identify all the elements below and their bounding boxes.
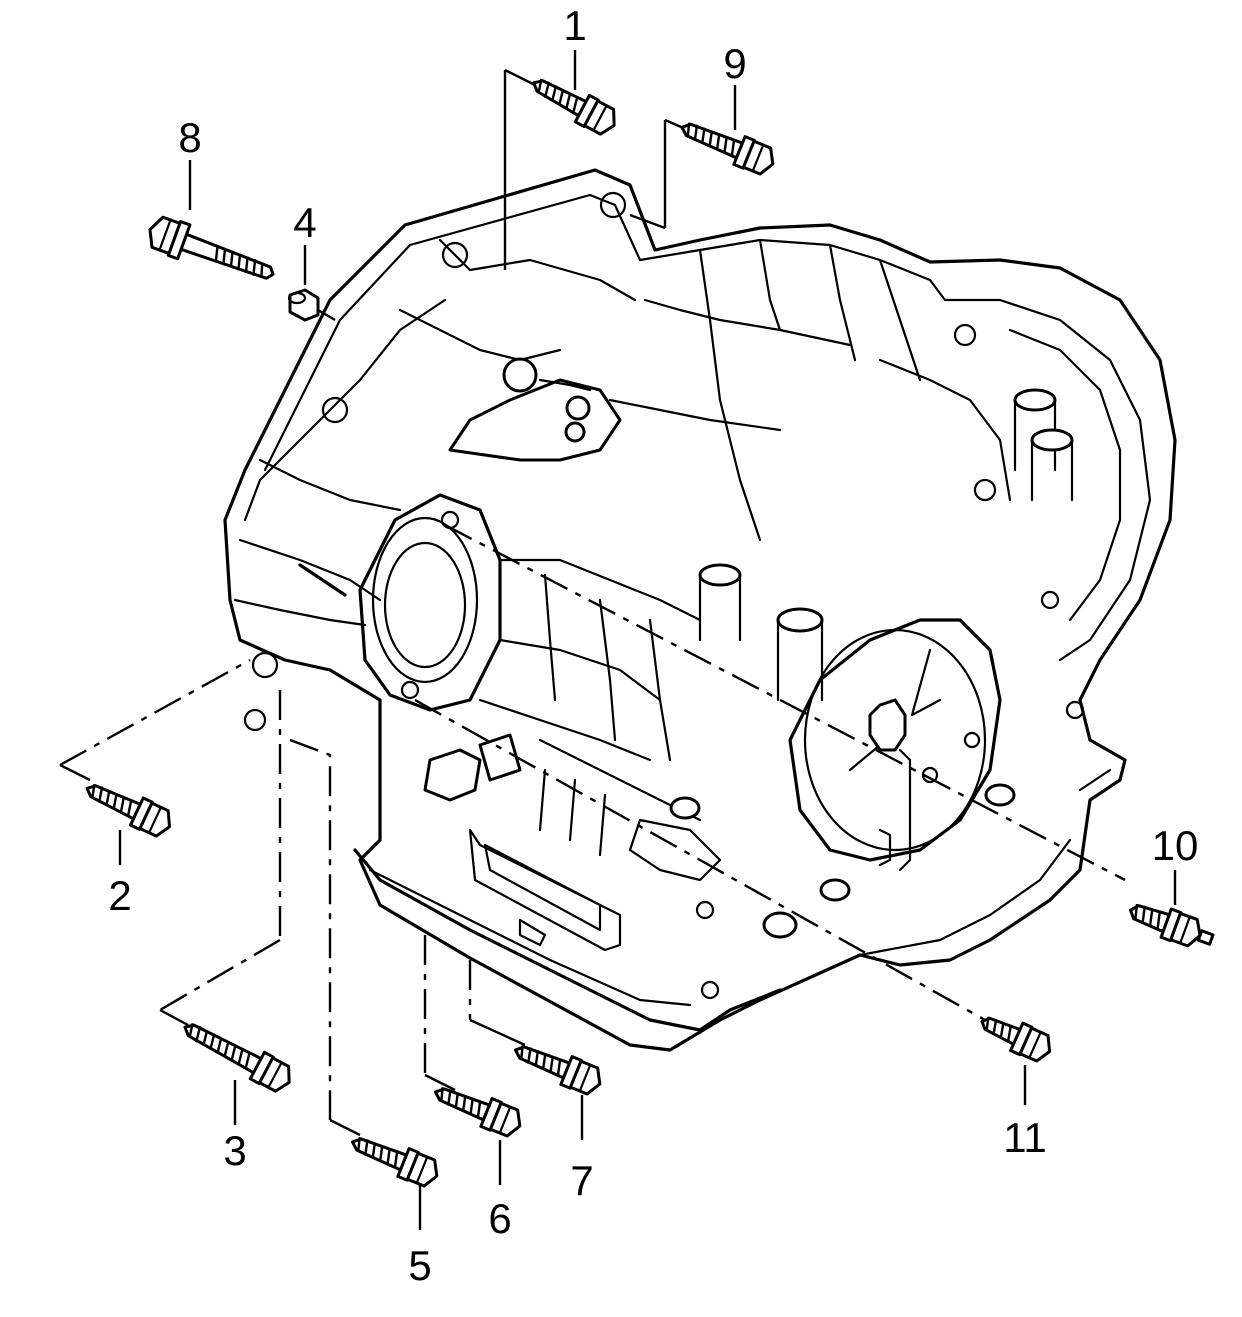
- bolt-2: [85, 783, 172, 838]
- callout-5: 5: [408, 1242, 431, 1289]
- callout-6: 6: [488, 1195, 511, 1242]
- bolt-10: [1128, 903, 1215, 948]
- transmission-housing: [223, 168, 1177, 1052]
- callout-9: 9: [723, 40, 746, 87]
- callout-7: 7: [570, 1157, 593, 1204]
- callout-8: 8: [178, 114, 201, 161]
- callout-labels: 1 2 3 4 5 6 7 8 9 10 11: [108, 2, 1198, 1289]
- sleeve-4: [287, 288, 320, 322]
- bolt-5: [350, 1137, 439, 1188]
- housing-bosses: [698, 388, 1074, 702]
- callout-1: 1: [563, 2, 586, 49]
- bolt-6: [433, 1087, 522, 1138]
- bolt-3: [183, 1023, 291, 1093]
- bolt-8: [148, 215, 275, 280]
- bolt-7: [513, 1045, 602, 1096]
- callout-3: 3: [223, 1127, 246, 1174]
- callout-2: 2: [108, 872, 131, 919]
- bolt-11: [980, 1016, 1052, 1063]
- bolt-9: [680, 122, 775, 176]
- callout-11: 11: [1003, 1114, 1047, 1161]
- callout-4: 4: [293, 199, 316, 246]
- bolt-1: [532, 78, 616, 136]
- callout-10: 10: [1152, 822, 1199, 869]
